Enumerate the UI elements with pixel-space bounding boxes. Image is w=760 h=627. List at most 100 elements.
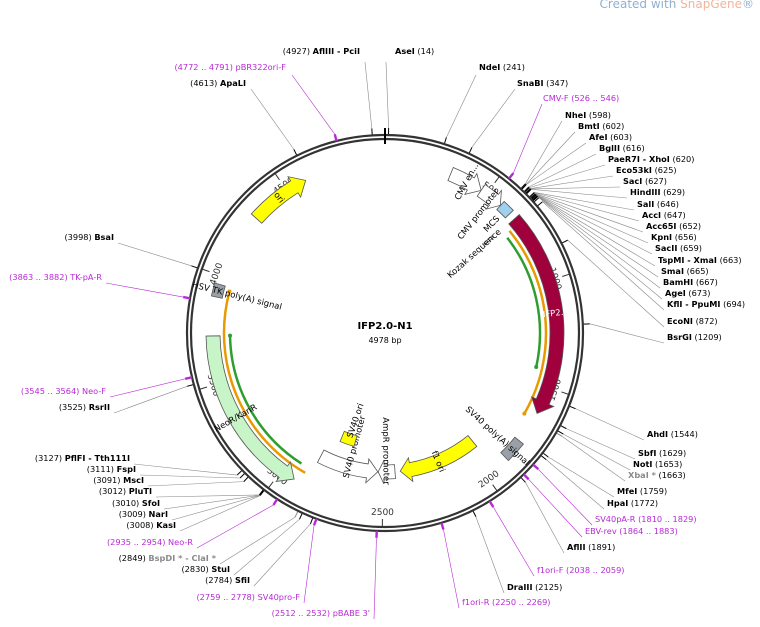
site-label: AseI (14) — [395, 46, 434, 56]
site-label: (2935 .. 2954) Neo-R — [107, 537, 193, 547]
site-label: (3998) BsaI — [64, 232, 114, 242]
site-label: (3525) RsrII — [59, 402, 110, 412]
site-mark — [490, 501, 494, 507]
tick-mark — [495, 176, 500, 182]
site-mark — [191, 266, 197, 268]
tick-label: 4000 — [208, 262, 225, 287]
site-leader — [443, 529, 459, 608]
feature-label: HSV TK poly(A) signal — [191, 280, 283, 312]
site-label: BsrGI (1209) — [667, 332, 722, 342]
site-mark — [260, 491, 264, 496]
site-leader — [537, 195, 652, 254]
site-leader — [526, 143, 586, 185]
site-mark — [538, 202, 543, 206]
site-leader — [525, 482, 564, 553]
site-label: AgeI (673) — [665, 288, 710, 298]
site-label: SalI (646) — [637, 199, 679, 209]
site-label: BmtI (602) — [578, 121, 624, 131]
snapgene-watermark: Created with SnapGene® — [600, 0, 754, 11]
site-label: (2849) BspDI * - ClaI * — [119, 553, 217, 563]
site-label: SacII (659) — [655, 243, 702, 253]
feature-label: SV40 poly(A) signal — [463, 405, 531, 468]
site-mark — [473, 511, 476, 516]
site-leader — [374, 538, 376, 619]
tick-mark — [561, 392, 569, 395]
site-mark — [509, 173, 513, 178]
site-leader — [493, 507, 534, 576]
site-label: NdeI (241) — [479, 62, 525, 72]
site-mark — [185, 377, 192, 379]
site-leader — [140, 475, 240, 478]
site-mark — [244, 477, 248, 481]
site-label: PaeR7I - XhoI (620) — [608, 154, 694, 164]
site-mark — [310, 518, 312, 524]
site-label: BamHI (667) — [663, 277, 718, 287]
site-label: NheI (598) — [565, 110, 611, 120]
site-mark — [543, 453, 548, 457]
site-label: AhdI (1544) — [647, 429, 698, 439]
site-label: (3012) PluTI — [99, 486, 152, 496]
site-mark — [562, 240, 567, 243]
site-leader — [148, 482, 244, 486]
site-mark — [335, 134, 337, 141]
site-leader — [563, 434, 630, 470]
site-label: KpnI (656) — [651, 232, 697, 242]
site-leader — [531, 189, 627, 198]
site-label: AflII (1891) — [567, 542, 615, 552]
site-leader — [156, 495, 259, 497]
site-mark — [273, 499, 277, 505]
site-leader — [304, 525, 314, 603]
site-label: Acc65I (652) — [646, 221, 701, 231]
tick-mark — [199, 387, 207, 389]
site-mark — [445, 137, 447, 143]
feature-label: Kozak sequence — [446, 227, 504, 280]
site-annotations: AseI (14)(4927) AflIII - PciI(4772 .. 47… — [9, 46, 745, 619]
site-label: EBV-rev (1864 .. 1883) — [585, 526, 678, 536]
site-mark — [294, 149, 297, 154]
site-label: (3863 .. 3882) TK-pA-R — [9, 272, 102, 282]
site-mark — [558, 431, 563, 434]
site-label: BglII (616) — [599, 143, 645, 153]
orf-arc — [230, 336, 301, 464]
tick-mark — [202, 269, 210, 272]
site-leader — [531, 187, 620, 189]
site-mark — [557, 433, 562, 436]
site-leader — [106, 283, 183, 297]
site-label: MfeI (1759) — [617, 486, 667, 496]
site-leader — [590, 324, 664, 343]
site-label: Eco53kI (625) — [616, 165, 677, 175]
site-label: KflI - PpuMI (694) — [667, 299, 745, 309]
site-label: HpaI (1772) — [607, 498, 658, 508]
feature-label: AmpR promoter — [380, 417, 391, 485]
site-mark — [524, 474, 529, 479]
site-mark — [237, 471, 241, 475]
site-leader — [472, 89, 515, 147]
site-leader — [548, 457, 614, 497]
site-leader — [251, 89, 294, 149]
site-label: HindIII (629) — [630, 187, 685, 197]
site-mark — [561, 426, 566, 429]
site-label: (4613) ApaLI — [190, 78, 246, 88]
site-mark — [299, 514, 302, 519]
site-leader — [386, 62, 389, 128]
site-label: (3091) MscI — [93, 475, 144, 485]
site-leader — [292, 75, 335, 134]
tick-label: 2000 — [477, 469, 502, 491]
site-mark — [541, 456, 546, 460]
site-leader — [197, 505, 273, 548]
site-label: NotI (1653) — [633, 459, 682, 469]
site-leader — [365, 62, 372, 128]
tick-mark — [275, 173, 280, 180]
site-label: DraIII (2125) — [507, 582, 562, 592]
site-label: (4927) AflIII - PciI — [283, 46, 360, 56]
site-mark — [240, 474, 244, 478]
site-leader — [530, 176, 613, 189]
tick-mark — [562, 274, 570, 276]
site-leader — [172, 495, 260, 520]
site-leader — [476, 517, 504, 593]
site-mark — [183, 297, 190, 298]
site-label: (3545 .. 3564) Neo-F — [21, 386, 106, 396]
site-label: (3009) NarI — [119, 509, 168, 519]
site-leader — [546, 460, 604, 509]
